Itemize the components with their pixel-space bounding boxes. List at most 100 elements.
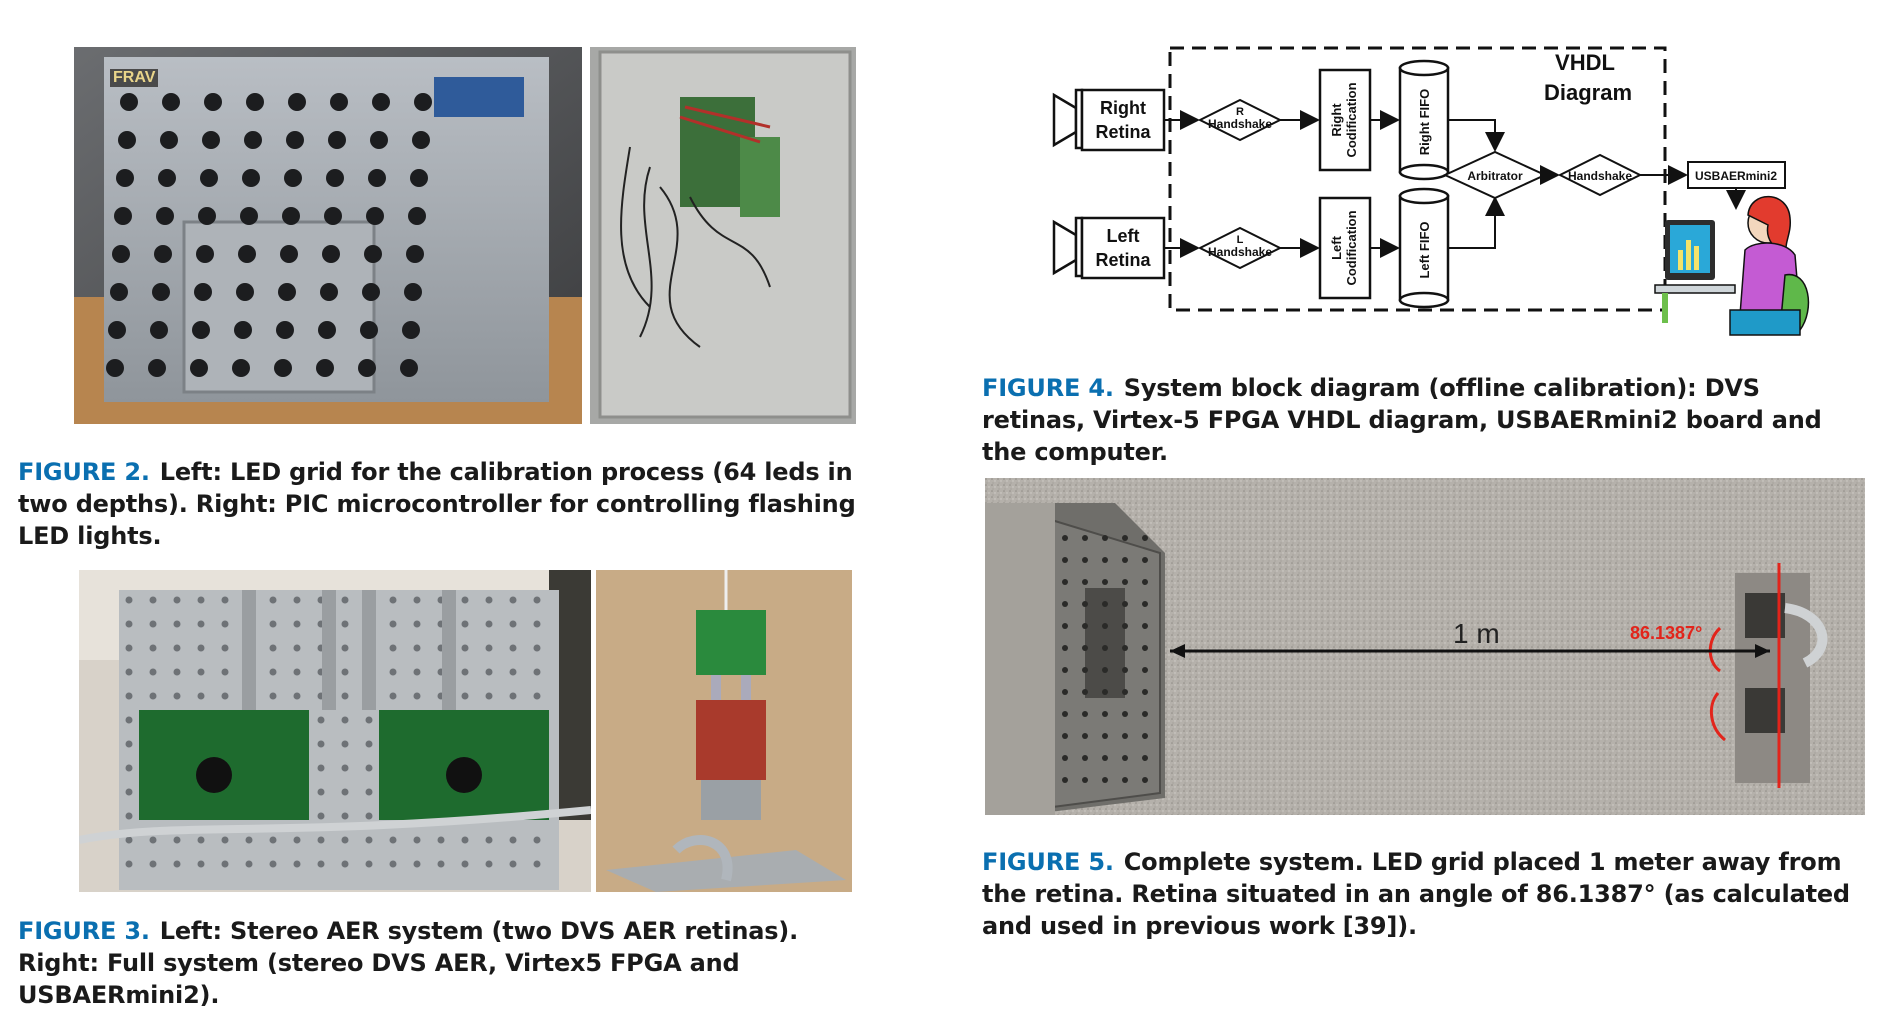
led-dot [1062,777,1068,783]
led-dot [1142,689,1148,695]
led-dot [286,131,304,149]
led-dot [316,359,334,377]
panel-hole [389,596,397,604]
led-dot [1142,777,1148,783]
led-dot [1142,645,1148,651]
panel-hole [269,620,277,628]
led-dot [202,131,220,149]
left-fifo [1398,187,1450,309]
right-retina-icon [1052,88,1084,150]
right-retina-label-2: Retina [1095,122,1151,142]
panel-hole [341,644,349,652]
led-dot [238,245,256,263]
led-dot [1062,557,1068,563]
panel-hole [533,860,541,868]
fig3-label: FIGURE 3. [18,917,150,945]
led-dot [408,207,426,225]
panel-hole [221,620,229,628]
led-dot [114,207,132,225]
panel-hole [317,860,325,868]
led-dot [1102,623,1108,629]
panel-hole [173,836,181,844]
led-dot [1122,623,1128,629]
panel-hole [485,596,493,604]
panel-hole [509,860,517,868]
panel-hole [341,692,349,700]
led-dot [162,93,180,111]
fig2-logo-text: FRAV [110,69,159,87]
panel-hole [293,620,301,628]
fig4-label: FIGURE 4. [982,374,1114,402]
panel-hole [413,644,421,652]
panel-hole [221,596,229,604]
fig3-left-photo [79,570,591,892]
led-dot [322,245,340,263]
led-dot [1082,579,1088,585]
panel-hole [173,620,181,628]
panel-hole [317,788,325,796]
panel-hole [221,692,229,700]
led-dot [1102,689,1108,695]
panel-hole [509,620,517,628]
led-dot [1062,645,1068,651]
led-dot [1142,601,1148,607]
panel-hole [533,836,541,844]
led-dot [194,283,212,301]
fig4-caption-text: System block diagram (offline calibratio… [982,374,1822,466]
led-dot [280,245,298,263]
panel-hole [317,812,325,820]
panel-hole [125,836,133,844]
led-dot [320,283,338,301]
panel-hole [293,596,301,604]
led-dot [1122,601,1128,607]
panel-hole [125,620,133,628]
panel-hole [269,596,277,604]
panel-hole [317,740,325,748]
led-dot [1062,755,1068,761]
panel-hole [389,692,397,700]
led-dot [1082,645,1088,651]
r-handshake-letter: R [1236,106,1244,118]
led-dot [108,321,126,339]
panel-hole [461,620,469,628]
panel-hole [365,740,373,748]
led-dot [360,321,378,339]
led-dot [106,359,124,377]
panel-hole [269,692,277,700]
panel-hole [341,788,349,796]
led-dot [326,169,344,187]
panel-hole [149,668,157,676]
panel-hole [125,596,133,604]
led-dot [414,93,432,111]
panel-hole [221,860,229,868]
right-retina-label-1: Right [1100,98,1146,118]
panel-hole [389,668,397,676]
led-dot [1082,689,1088,695]
panel-hole [485,620,493,628]
led-dot [1062,689,1068,695]
panel-hole [149,692,157,700]
led-dot [240,207,258,225]
panel-hole [389,836,397,844]
panel-hole [341,812,349,820]
panel-hole [197,620,205,628]
panel-hole [173,668,181,676]
panel-hole [485,692,493,700]
fig2-right-photo [590,47,856,424]
left-retina-box [1080,216,1166,280]
panel-hole [461,692,469,700]
led-dot [1082,755,1088,761]
led-dot [284,169,302,187]
panel-hole [389,860,397,868]
led-dot [1082,601,1088,607]
panel-hole [197,644,205,652]
panel-hole [509,836,517,844]
led-dot [404,283,422,301]
led-dot [1102,777,1108,783]
panel-hole [341,764,349,772]
led-dot [148,359,166,377]
panel-hole [509,692,517,700]
panel-hole [149,836,157,844]
l-handshake-letter: L [1237,234,1244,246]
led-dot [368,169,386,187]
